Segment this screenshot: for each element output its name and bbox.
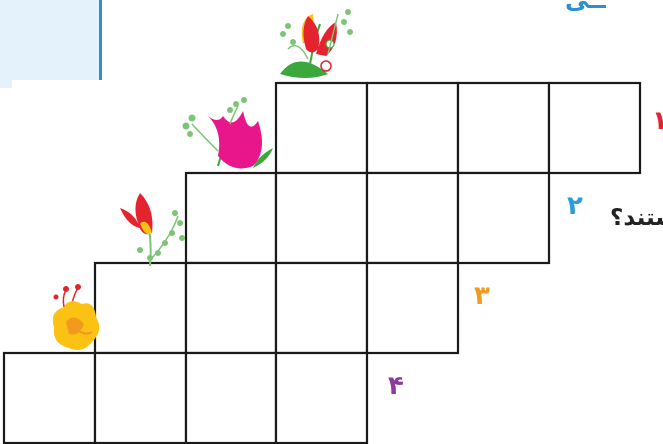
grid-cell (276, 83, 367, 173)
red-tulip-icon (110, 188, 195, 268)
grid-cell (367, 173, 458, 263)
grid-cell (276, 173, 367, 263)
red-yellow-tulip-bouquet-icon (268, 4, 368, 84)
grid-cell (458, 173, 549, 263)
yellow-flower-icon (44, 282, 114, 357)
grid-cell (367, 263, 458, 353)
grid-cell (276, 263, 367, 353)
grid-cell (549, 83, 640, 173)
grid-cell (186, 263, 276, 353)
grid-cell (367, 83, 458, 173)
grid-cell (458, 83, 549, 173)
grid-cell (4, 353, 95, 443)
grid-cell (186, 353, 276, 443)
grid-cell (95, 353, 186, 443)
pink-tulip-icon (178, 96, 278, 176)
grid-cell (276, 353, 367, 443)
grid-cell (186, 173, 276, 263)
